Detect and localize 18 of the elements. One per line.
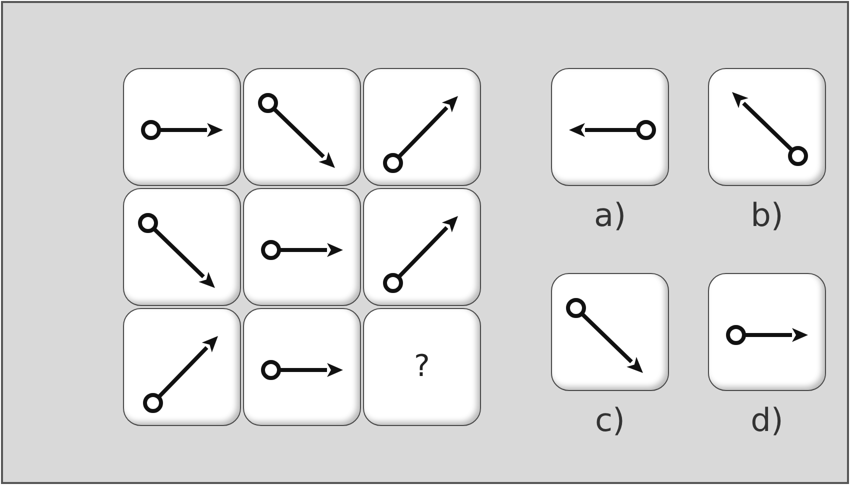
option-label: c): [594, 401, 626, 439]
question-mark: ?: [413, 349, 431, 384]
puzzle-tile: [363, 308, 481, 426]
puzzle-tile: [243, 68, 361, 186]
puzzle-tile: [708, 273, 826, 391]
puzzle-tile: [243, 188, 361, 306]
option-label: d): [750, 401, 784, 439]
puzzle-tile: [363, 68, 481, 186]
option-label: b): [750, 196, 784, 234]
puzzle-tile: [123, 188, 241, 306]
puzzle-tile: [363, 188, 481, 306]
puzzle-tile: [551, 273, 669, 391]
option-label: a): [592, 196, 628, 234]
puzzle-tile: [123, 68, 241, 186]
puzzle-tile: [708, 68, 826, 186]
puzzle-tile: [551, 68, 669, 186]
puzzle-tile: [123, 308, 241, 426]
puzzle-tile: [243, 308, 361, 426]
